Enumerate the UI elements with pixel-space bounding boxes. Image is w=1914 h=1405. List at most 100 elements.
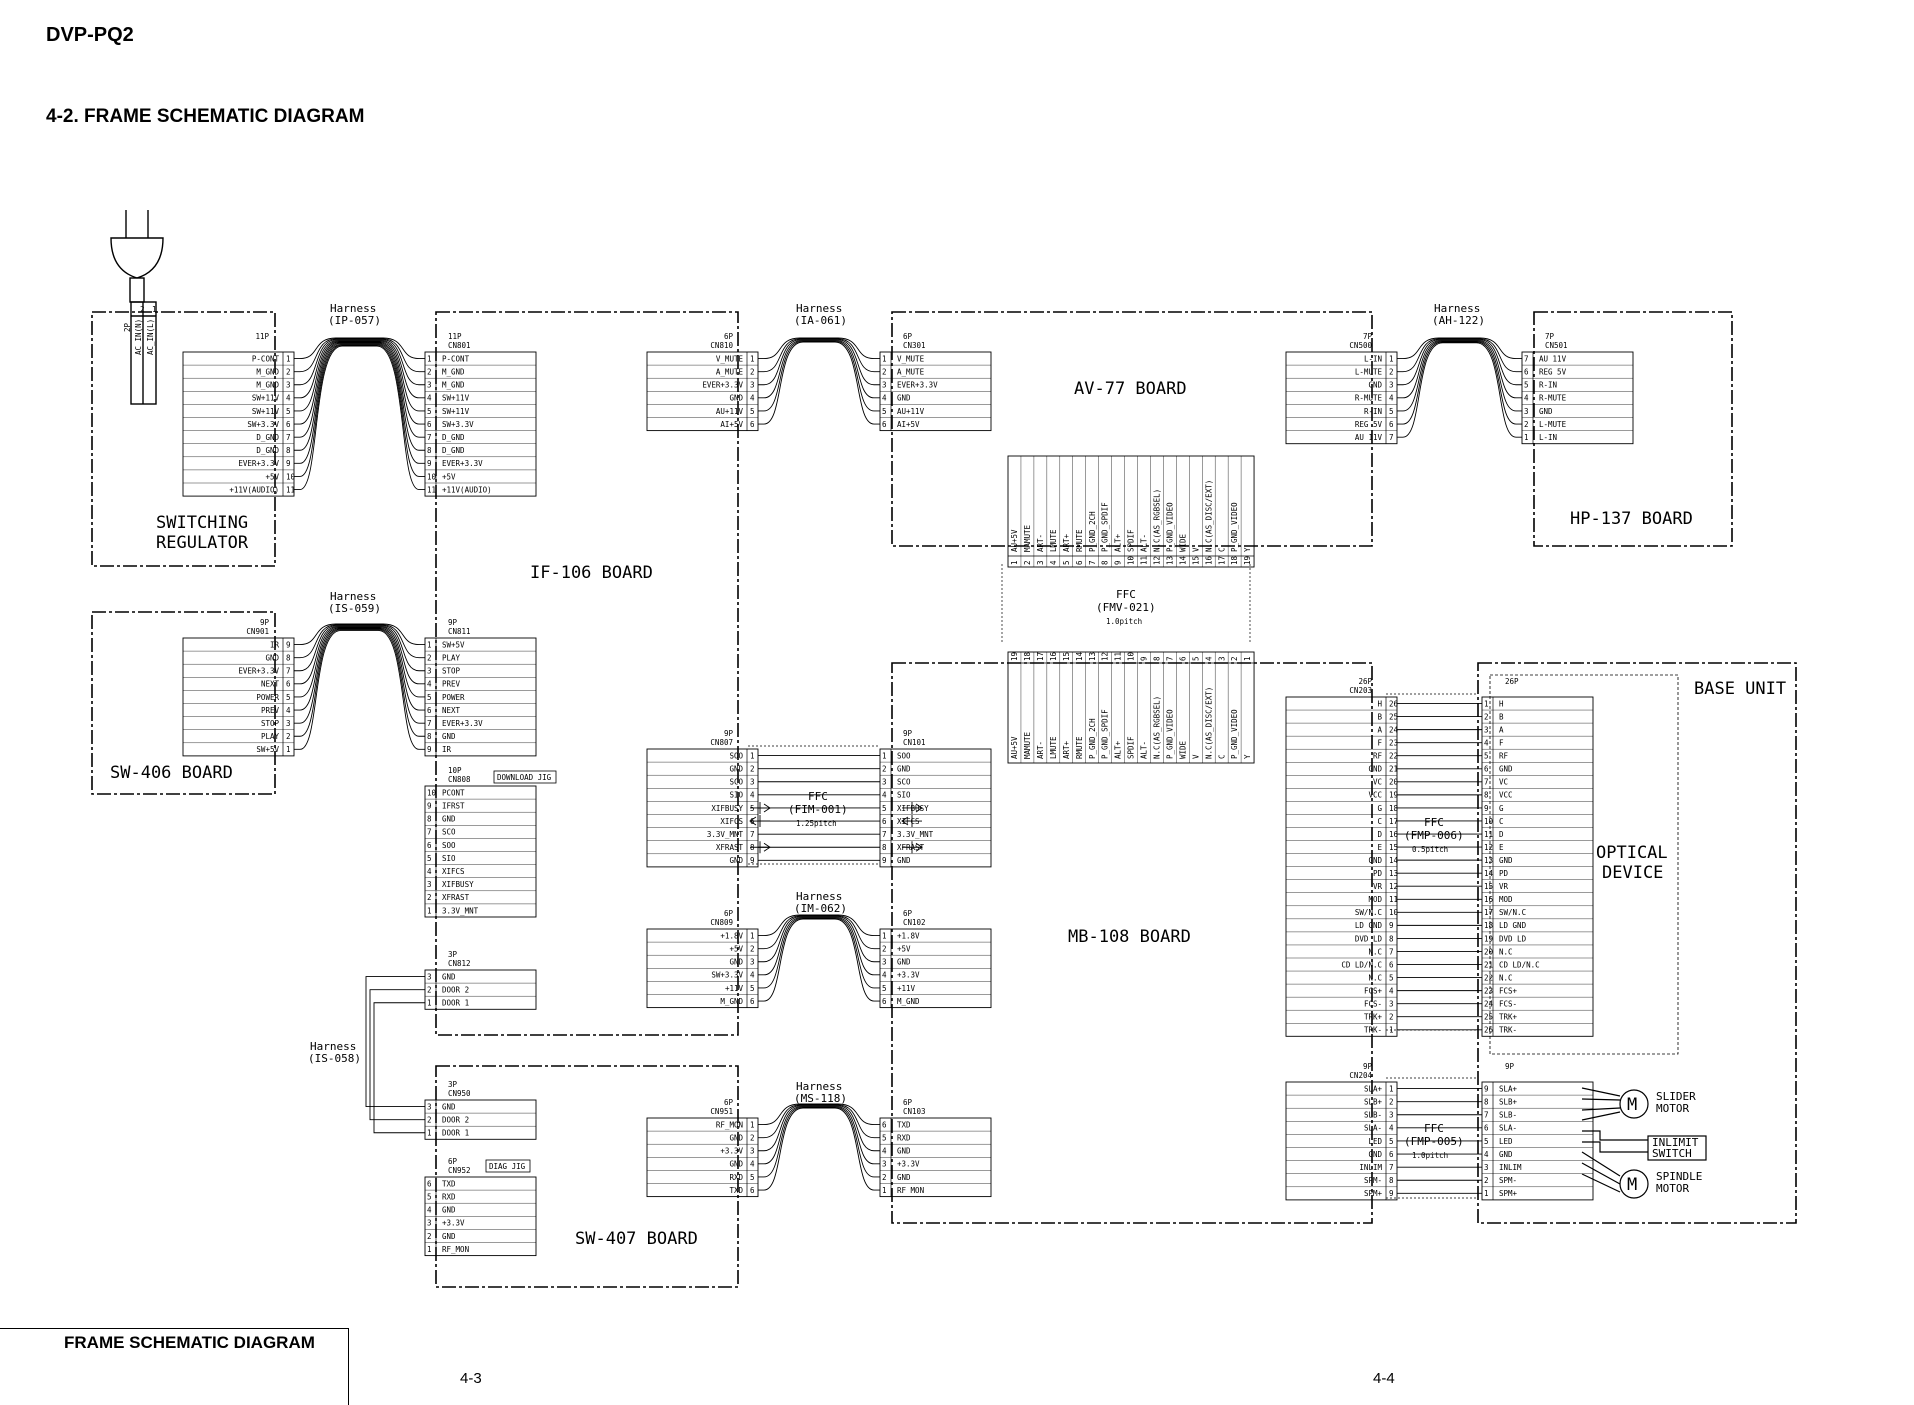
harness-ia061-label: Harness (796, 302, 842, 315)
cn808-size: 10P (448, 766, 462, 775)
cn808-pin-number: 5 (427, 854, 432, 863)
cn204-name: CN204 (1349, 1071, 1372, 1080)
cn203-pin-label: SW/N.C (1355, 908, 1382, 917)
cn807-pin-label: XFRAST (716, 843, 744, 852)
cn100-pin-number: 15 (1191, 556, 1200, 565)
cn203-pin-number: 19 (1389, 791, 1398, 800)
cn810-pin-label: EVER+3.3V (702, 381, 743, 390)
harness-wire (294, 623, 425, 645)
opt26-pin-label: DVD LD (1499, 934, 1527, 943)
cn801-pin-number: 3 (427, 381, 432, 390)
cn100-pin-number: 1 (1010, 560, 1019, 565)
cn801-pin-label: +11V(AUDIO) (442, 485, 492, 494)
cn100-pin-number: 4 (1049, 560, 1058, 565)
cn102-pin-label: GND (897, 958, 911, 967)
opt26-pin-number: 17 (1484, 908, 1493, 917)
cn952-pin-number: 4 (427, 1206, 432, 1215)
harness-wire (294, 342, 425, 438)
opt26-pin-label: FCS+ (1499, 986, 1518, 995)
cn501b-pin-label: C (1217, 754, 1226, 759)
cn809-pin-label: SW+3.3V (711, 971, 743, 980)
cn203-pin-label: TRK- (1364, 1026, 1382, 1035)
cn102-pin-label: +5V (897, 945, 911, 954)
harness-wire (294, 339, 425, 386)
harness-is058-wire (369, 989, 425, 1121)
cn810-pin-number: 5 (750, 407, 755, 416)
cn950-pin-label: DOOR 1 (442, 1129, 469, 1138)
cn811-pin-label: NEXT (442, 706, 461, 715)
cn501-name: CN501 (1545, 341, 1568, 350)
cn901-pin-label: EVER+3.3V (238, 667, 279, 676)
cn811-pin-number: 1 (427, 640, 432, 649)
cn809-pin-number: 6 (750, 997, 755, 1006)
cn203-pin-number: 15 (1389, 843, 1398, 852)
cn501b-pin-number: 15 (1062, 652, 1071, 661)
cn801-pin-label: D_GND (442, 433, 465, 442)
cn203-pin-label: N.C (1368, 973, 1382, 982)
cn203-pin-label: LD GND (1355, 921, 1383, 930)
cn952-pin-number: 6 (427, 1179, 432, 1188)
cn100-pin-number: 14 (1178, 555, 1187, 565)
cn808-pin-label: SOO (442, 841, 456, 850)
cn100-pin-label: ALT+ (1114, 533, 1123, 552)
cn809-pin-number: 4 (750, 971, 755, 980)
cn203-pin-label: E (1377, 843, 1382, 852)
cn203-pin-number: 4 (1389, 986, 1394, 995)
harness-is058-code: (IS-058) (308, 1052, 361, 1065)
cn203-pin-label: FCS+ (1364, 986, 1383, 995)
cn100-pin-number: 13 (1165, 556, 1174, 565)
ffc-fmp006-pitch: 0.5pitch (1412, 845, 1448, 854)
opt26-pin-number: 11 (1484, 830, 1493, 839)
cn811-pin-number: 4 (427, 680, 432, 689)
cn801-pin-label: M_GND (442, 368, 465, 377)
cn501b-pin-number: 5 (1191, 656, 1200, 661)
base9-pin-number: 3 (1484, 1163, 1489, 1172)
cn808-pin-label: SCO (442, 828, 456, 837)
cn301-pin-number: 3 (882, 381, 887, 390)
cn204-pin-number: 7 (1389, 1163, 1394, 1172)
cn203-pin-number: 22 (1389, 752, 1398, 761)
cn501b-pin-number: 9 (1140, 656, 1149, 661)
cn951-pin-label: GND (729, 1160, 743, 1169)
cn808-pin-number: 2 (427, 893, 432, 902)
harness-wire (758, 1104, 880, 1139)
cn301-pin-number: 2 (882, 368, 887, 377)
sr11p-size: 11P (255, 332, 269, 341)
wire-layer (294, 337, 1522, 1194)
cn101-pin-label: SOO (897, 751, 911, 760)
opt26-pin-label: C (1499, 817, 1504, 826)
model-title: DVP-PQ2 (46, 24, 134, 46)
label-av77: AV-77 BOARD (1074, 379, 1187, 399)
cn203-pin-number: 5 (1389, 973, 1394, 982)
harness-wire (294, 625, 425, 685)
opt26-pin-label: N.C (1499, 973, 1513, 982)
cn809-pin-number: 5 (750, 984, 755, 993)
cn101-pin-number: 2 (882, 765, 887, 774)
opt26-pin-label: LD GND (1499, 921, 1527, 930)
slider-motor-label2: MOTOR (1656, 1102, 1689, 1115)
cn301-pin-number: 4 (882, 394, 887, 403)
cn501-pin-number: 7 (1524, 354, 1529, 363)
cn203-pin-label: VCC (1368, 791, 1382, 800)
harness-wire (294, 338, 425, 373)
cn501b-pin-label: RMUTE (1075, 736, 1084, 759)
harness-wire (1397, 339, 1522, 399)
harness-wire (758, 340, 880, 412)
cn101-size: 9P (903, 729, 913, 738)
harness-wire (758, 915, 880, 950)
cn204-pin-label: SLB- (1364, 1111, 1382, 1120)
harness-is058-wire (373, 1002, 425, 1134)
cn808-pin-number: 8 (427, 815, 432, 824)
harness-wire (758, 918, 880, 1002)
cn501b-pin-number: 14 (1075, 651, 1084, 661)
cn101-pin-label: SCO (897, 778, 911, 787)
harness-wire (294, 345, 425, 490)
inlimit-switch-label2: SWITCH (1652, 1147, 1692, 1160)
ffc-fim001-code: (FIM-001) (788, 803, 848, 816)
cn500-pin-number: 6 (1389, 420, 1394, 429)
cn203-pin-label: B (1377, 712, 1382, 721)
harness-wire (1397, 338, 1522, 373)
opt26-pin-label: RF (1499, 752, 1509, 761)
cn801-pin-label: P-CONT (442, 354, 470, 363)
cn100-pin-number: 16 (1204, 555, 1213, 565)
